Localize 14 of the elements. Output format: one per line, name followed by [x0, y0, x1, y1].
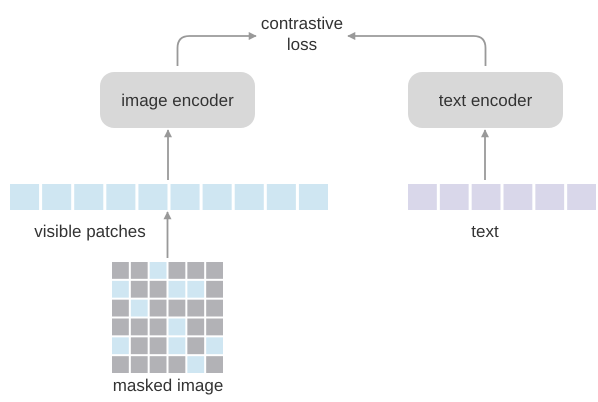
encoder-box: text encoder	[408, 72, 563, 128]
node-caption: visible patches	[33, 222, 147, 242]
encoder-box: image encoder	[100, 72, 255, 128]
patch-strip	[10, 184, 328, 210]
arrow	[163, 211, 172, 258]
arrow	[176, 32, 257, 66]
node-label: contrastive loss	[252, 12, 352, 56]
arrow	[480, 129, 490, 180]
node-caption: masked image	[112, 376, 224, 396]
patch-strip	[408, 184, 596, 210]
arrow	[347, 32, 486, 66]
arrow	[164, 129, 172, 180]
node-caption: text	[470, 222, 500, 242]
image-grid	[112, 262, 223, 373]
